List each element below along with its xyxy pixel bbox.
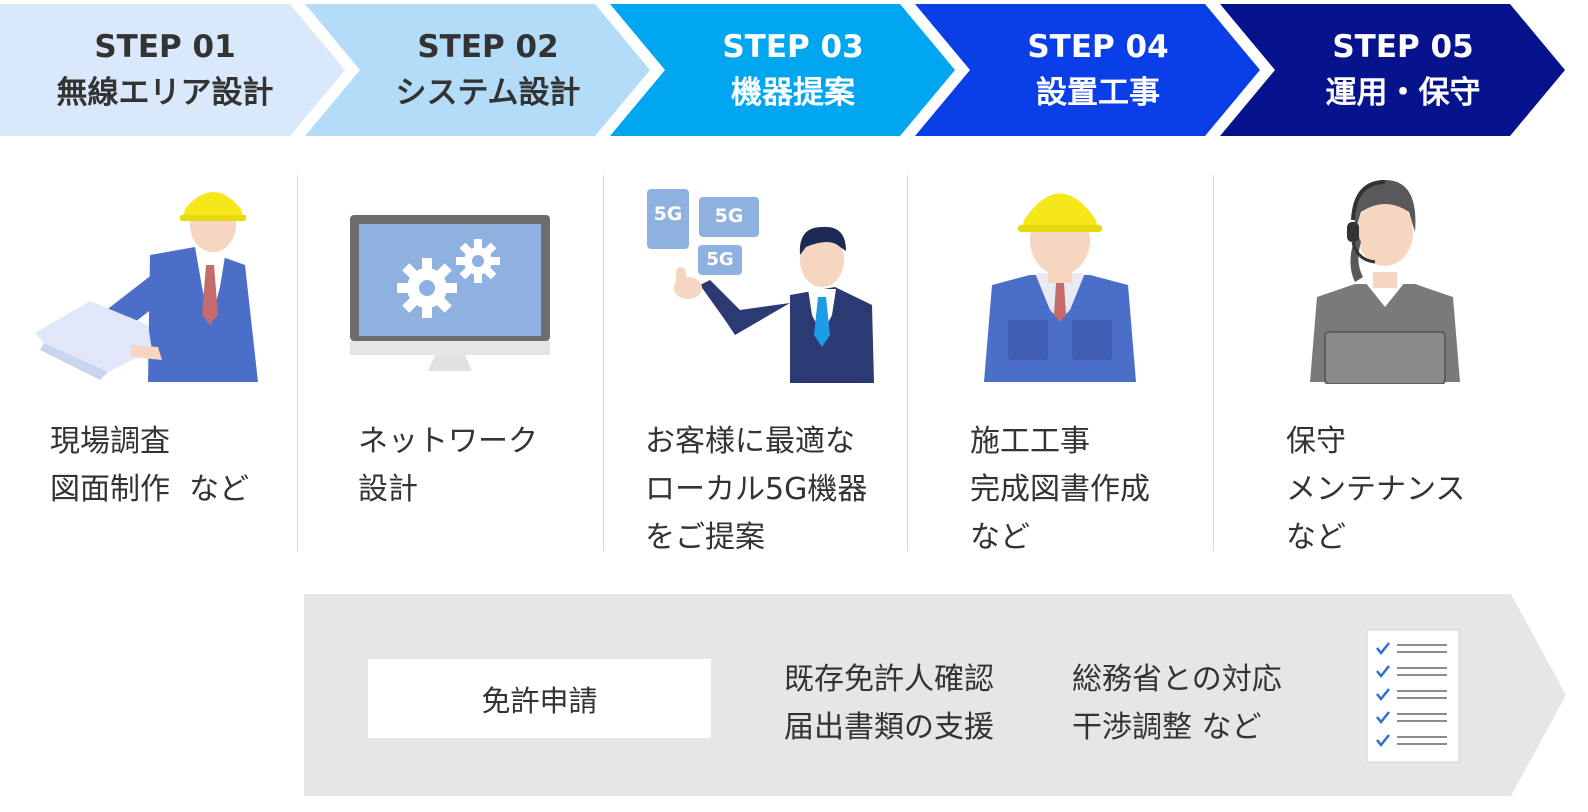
step-4-description: 施工工事 完成図書作成 など [970,418,1150,562]
step-4-label: STEP 04 [1027,29,1169,65]
step-2-description: ネットワーク 設計 [358,418,538,514]
construction-worker-icon [984,193,1136,382]
description-line: 図面制作 など [50,472,250,507]
description-line: お客様に最適な [645,424,855,459]
step-3-label: STEP 03 [722,29,864,65]
license-detail-line: 干渉調整 など [1072,710,1262,745]
step-1-title: 無線エリア設計 [56,75,274,111]
column-divider [1213,175,1214,551]
description-line: 現場調査 [50,424,170,459]
license-details-2: 総務省との対応 干渉調整 など [1072,656,1282,752]
checklist-icon [1366,629,1460,763]
step-3-description: お客様に最適な ローカル5G機器 をご提案 [645,418,867,562]
salesman-with-5g-icon: 5G 5G 5G [640,185,880,385]
license-band [304,594,1566,796]
license-details-1: 既存免許人確認 届出書類の支援 [784,656,994,752]
description-line: 完成図書作成 [970,472,1150,507]
step-4-arrow-shape [915,4,1260,136]
step-1-description: 現場調査 図面制作 など [50,418,249,514]
step-2-title: システム設計 [395,75,581,111]
column-divider [603,175,604,551]
5g-badge: 5G [653,203,683,225]
step-1: STEP 01 無線エリア設計 [0,4,345,136]
step-5-arrow-shape [1220,4,1565,136]
step-4: STEP 04 設置工事 [915,4,1260,136]
step-3-arrow-shape [610,4,955,136]
column-divider [907,175,908,551]
description-line: など [970,520,1030,555]
operator-with-headset-icon [1310,180,1460,384]
description-line: ネットワーク [358,424,538,459]
step-1-arrow-shape [0,4,345,136]
step-3: STEP 03 機器提案 [610,4,955,136]
description-line: をご提案 [645,520,765,555]
surveyor-with-blueprint-icon [35,192,258,382]
step-2-arrow-shape [305,4,650,136]
step-1-label: STEP 01 [94,29,236,65]
description-line: 設計 [358,472,418,507]
step-5: STEP 05 運用・保守 [1220,4,1565,136]
step-4-title: 設置工事 [1036,75,1160,111]
license-detail-line: 届出書類の支援 [784,710,994,745]
license-label: 免許申請 [481,683,598,718]
column-divider [297,175,298,551]
description-line: メンテナンス [1286,472,1466,507]
description-line: 施工工事 [970,424,1090,459]
description-line: など [1286,520,1346,555]
step-3-title: 機器提案 [731,75,855,111]
license-application-label: 免許申請 [368,659,711,738]
step-2-label: STEP 02 [417,29,559,65]
step-2: STEP 02 システム設計 [305,4,650,136]
5g-badge: 5G [714,205,744,227]
license-detail-line: 総務省との対応 [1072,662,1282,697]
step-5-label: STEP 05 [1332,29,1474,65]
license-detail-line: 既存免許人確認 [784,662,994,697]
description-line: 保守 [1286,424,1346,459]
step-5-title: 運用・保守 [1325,75,1481,111]
step-5-description: 保守 メンテナンス など [1286,418,1465,562]
monitor-with-gears-icon [350,215,550,371]
5g-badge: 5G [706,249,734,270]
description-line: ローカル5G機器 [645,472,868,507]
